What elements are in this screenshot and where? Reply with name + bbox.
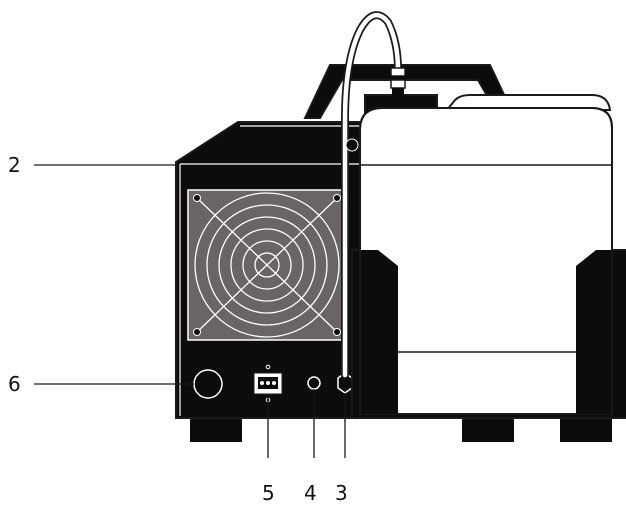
bracket-right	[576, 250, 612, 414]
fan-grille-spokes	[196, 197, 338, 333]
small-port	[307, 376, 321, 390]
callout-6: 6	[8, 372, 21, 396]
cooling-fan	[187, 189, 347, 341]
leader-lines	[34, 164, 346, 458]
callout-2: 2	[8, 153, 21, 177]
rear-tank	[444, 94, 612, 111]
foot-left	[190, 416, 242, 442]
holder-brackets	[360, 250, 612, 414]
housing-clip	[345, 138, 359, 152]
fan-grille-rings	[194, 192, 340, 338]
hose	[341, 11, 402, 379]
foot-middle	[462, 416, 514, 442]
round-socket	[193, 369, 223, 399]
callout-3: 3	[335, 481, 348, 505]
hose-connector	[390, 67, 406, 96]
fan-mount-screws	[193, 194, 341, 336]
callout-5: 5	[262, 481, 275, 505]
foot-right	[560, 416, 612, 442]
callout-4: 4	[304, 481, 317, 505]
bracket-left	[360, 250, 398, 414]
base-feet	[176, 415, 626, 442]
